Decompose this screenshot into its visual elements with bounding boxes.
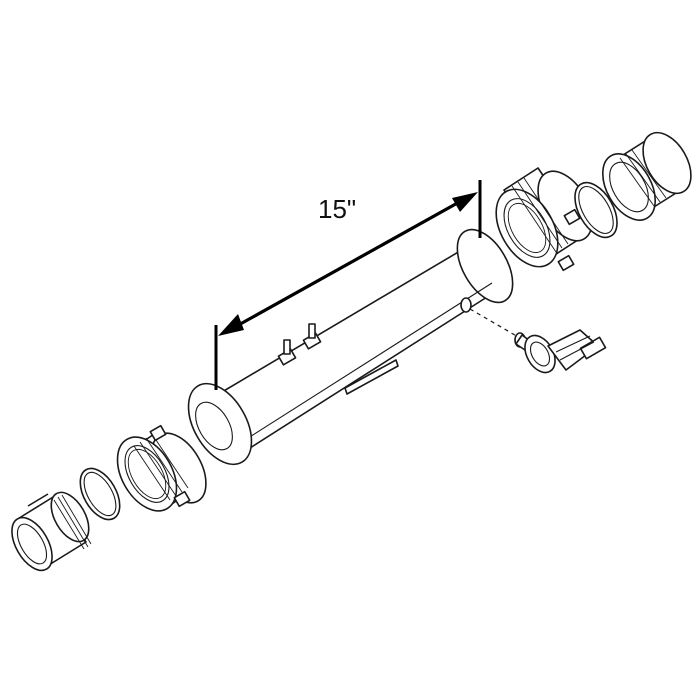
- heater-tube: [221, 228, 514, 449]
- left-o-ring: [79, 467, 121, 521]
- dimension-label: 15": [318, 194, 357, 224]
- pressure-switch-assembly: [514, 329, 607, 374]
- left-union-nut: [116, 424, 207, 512]
- right-union-tailpiece: [601, 131, 692, 221]
- left-union-tailpiece: [11, 491, 92, 572]
- sensor-alignment-line: [469, 308, 521, 339]
- left-flange: [187, 382, 253, 466]
- terminal-studs: [277, 323, 322, 366]
- dimension-arrow-left: [218, 314, 244, 336]
- right-o-ring: [574, 181, 618, 239]
- dimension-line: [225, 194, 471, 334]
- length-dimension: [214, 180, 482, 390]
- dimension-arrow-right: [452, 192, 478, 212]
